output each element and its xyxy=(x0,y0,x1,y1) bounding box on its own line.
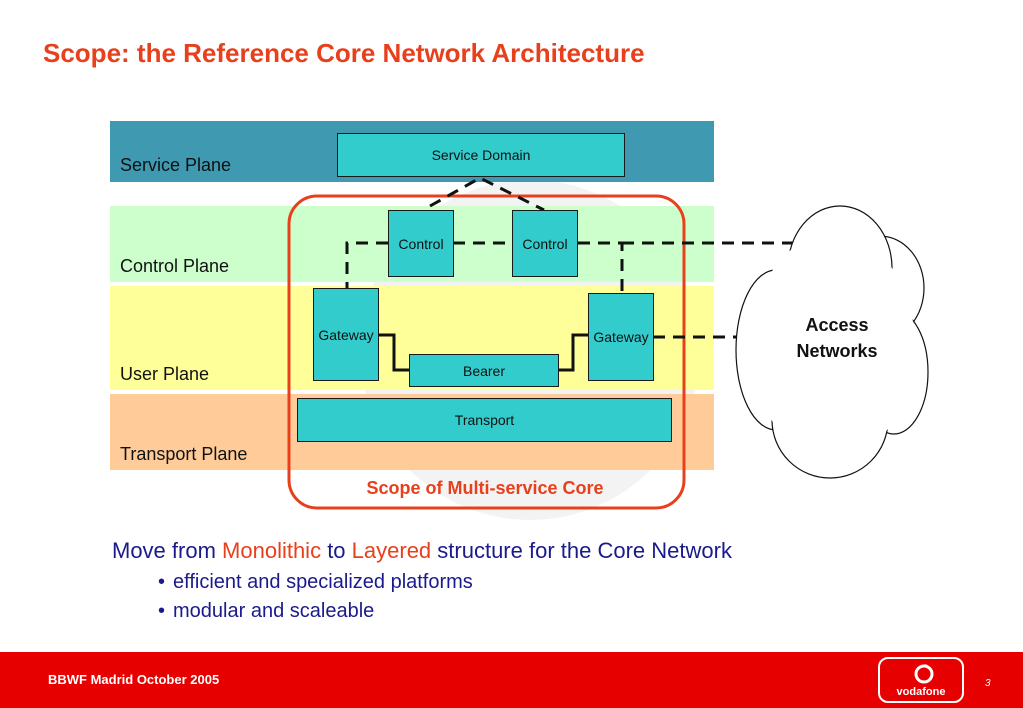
access-networks-label-line2: Networks xyxy=(796,341,878,361)
control-gateway-left-link xyxy=(345,241,388,288)
gateway-bearer-right-link xyxy=(558,333,588,372)
service-plane-label: Service Plane xyxy=(120,155,232,175)
access-networks-label: Access Networks xyxy=(760,312,914,364)
gateway-box-right: Gateway xyxy=(588,293,654,381)
service-control-link xyxy=(429,176,545,212)
key-message: Move from Monolithic to Layered structur… xyxy=(112,538,732,564)
footer-bar xyxy=(0,652,1023,708)
control-plane-label: Control Plane xyxy=(120,256,230,276)
control-gateway-right-link xyxy=(578,241,624,292)
transport-plane-label: Transport Plane xyxy=(120,444,248,464)
key-message-highlight-monolithic: Monolithic xyxy=(222,538,322,563)
vodafone-speechmark-icon xyxy=(914,664,934,684)
service-domain-box: Service Domain xyxy=(337,133,625,177)
bullet-item: efficient and specialized platforms xyxy=(158,571,473,594)
access-networks-label-line1: Access xyxy=(805,315,869,335)
gateway-bearer-left-link xyxy=(378,333,409,372)
page-title: Scope: the Reference Core Network Archit… xyxy=(43,38,645,68)
user-plane-label: User Plane xyxy=(120,364,210,384)
bullet-item: modular and scaleable xyxy=(158,600,374,623)
gateway-box-left: Gateway xyxy=(313,288,379,381)
control-box-right: Control xyxy=(512,210,578,277)
scope-label: Scope of Multi-service Core xyxy=(366,478,604,498)
key-message-highlight-layered: Layered xyxy=(351,538,432,563)
bearer-box: Bearer xyxy=(409,354,559,387)
scope-outline xyxy=(287,194,686,510)
key-message-part2: to xyxy=(321,538,352,563)
page-number: 3 xyxy=(985,678,991,689)
vodafone-logo-text: vodafone xyxy=(896,686,946,698)
transport-box: Transport xyxy=(297,398,672,442)
footer-text: BBWF Madrid October 2005 xyxy=(48,672,220,687)
key-message-part3: structure for the Core Network xyxy=(431,538,732,563)
key-message-part1: Move from xyxy=(112,538,223,563)
control-box-left: Control xyxy=(388,210,454,277)
vodafone-logo: vodafone xyxy=(878,657,964,703)
